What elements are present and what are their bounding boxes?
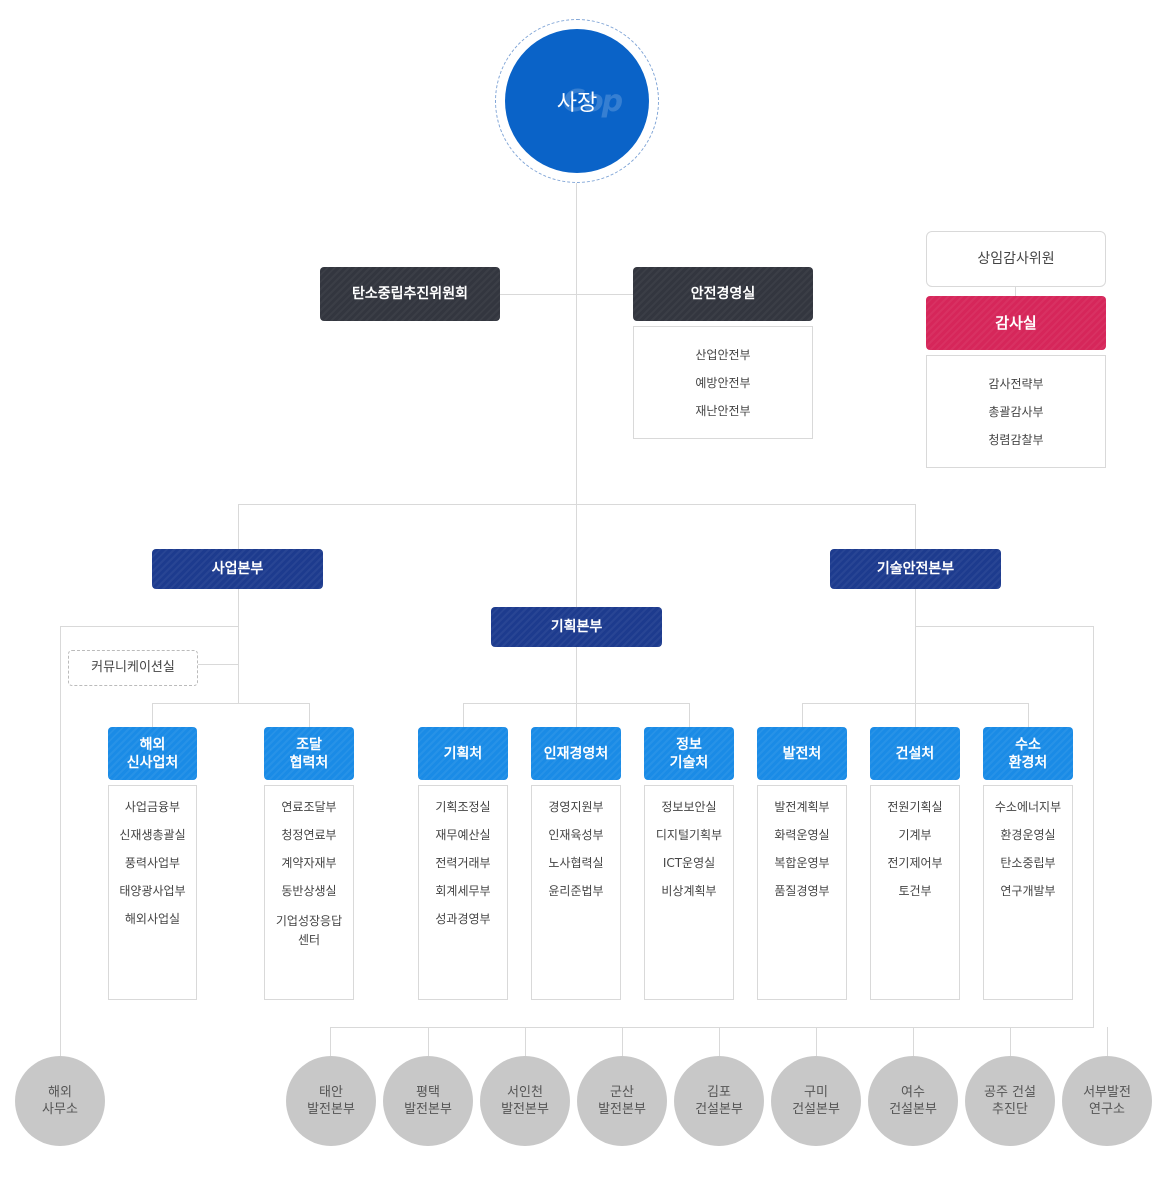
list-item: 경영지원부 [548,800,604,814]
division-list-planning: 기획조정실 재무예산실 전력거래부 회계세무부 성과경영부 [418,785,508,1000]
division-box-construction[interactable]: 건설처 [870,727,960,780]
site-overseas-office[interactable]: 해외 사무소 [15,1056,105,1146]
division-list-generation: 발전계획부 화력운영실 복합운영부 품질경영부 [757,785,847,1000]
division-box-hr[interactable]: 인재경영처 [531,727,621,780]
business-hq-box[interactable]: 사업본부 [152,549,323,589]
list-item: 재난안전부 [695,404,751,418]
list-item: 연구개발부 [1000,884,1056,898]
site-taean[interactable]: 태안 발전본부 [286,1056,376,1146]
list-item: 기획조정실 [435,800,491,814]
division-list-it: 정보보안실 디지털기획부 ICT운영실 비상계획부 [644,785,734,1000]
list-item: 신재생총괄실 [119,828,186,842]
list-item: 품질경영부 [774,884,830,898]
list-item: 청렴감찰부 [988,433,1044,447]
site-gumi[interactable]: 구미 건설본부 [771,1056,861,1146]
list-item: 전기제어부 [887,856,943,870]
division-list-hr: 경영지원부 인재육성부 노사협력실 윤리준법부 [531,785,621,1000]
division-box-planning[interactable]: 기획처 [418,727,508,780]
list-item: 태양광사업부 [119,884,186,898]
ceo-node[interactable]: Cop 사장 [505,29,649,173]
list-item: 풍력사업부 [124,856,181,870]
list-item: 발전계획부 [774,800,830,814]
list-item: 수소에너지부 [994,800,1062,814]
list-item: 전력거래부 [435,856,491,870]
division-list-hydrogen-environment: 수소에너지부 환경운영실 탄소중립부 연구개발부 [983,785,1073,1000]
list-item: 환경운영실 [1000,828,1056,842]
list-item: 청정연료부 [281,828,337,842]
list-item: 산업안전부 [695,348,751,362]
site-gimpo[interactable]: 김포 건설본부 [674,1056,764,1146]
list-item: 회계세무부 [435,884,491,898]
division-list-procurement: 연료조달부 청정연료부 계약자재부 동반상생실 기업성장응답 센터 [264,785,354,1000]
audit-office-list: 감사전략부 총괄감사부 청렴감찰부 [926,355,1106,468]
division-list-overseas-new-business: 사업금융부 신재생총괄실 풍력사업부 태양광사업부 해외사업실 [108,785,197,1000]
planning-hq-box[interactable]: 기획본부 [491,607,662,647]
list-item: 계약자재부 [281,856,337,870]
list-item: 사업금융부 [124,800,181,814]
list-item: 재무예산실 [435,828,491,842]
list-item: 해외사업실 [124,912,181,926]
list-item: 예방안전부 [695,376,751,390]
site-pyeongtaek[interactable]: 평택 발전본부 [383,1056,473,1146]
list-item: 복합운영부 [774,856,830,870]
division-box-generation[interactable]: 발전처 [757,727,847,780]
list-item: 동반상생실 [281,884,337,898]
site-seoincheon[interactable]: 서인천 발전본부 [480,1056,570,1146]
communication-office-box[interactable]: 커뮤니케이션실 [68,650,198,686]
safety-office-box[interactable]: 안전경영실 [633,267,813,321]
list-item: 전원기획실 [887,800,943,814]
list-item: 화력운영실 [774,828,830,842]
site-yeosu[interactable]: 여수 건설본부 [868,1056,958,1146]
site-gongju[interactable]: 공주 건설 추진단 [965,1056,1055,1146]
list-item: 윤리준법부 [548,884,604,898]
carbon-committee-box[interactable]: 탄소중립추진위원회 [320,267,500,321]
list-item: ICT운영실 [662,856,716,870]
division-box-procurement[interactable]: 조달 협력처 [264,727,354,780]
list-item: 감사전략부 [988,377,1044,391]
list-item: 기업성장응답 센터 [275,914,343,947]
ceo-ring [495,19,659,183]
list-item: 성과경영부 [435,912,491,926]
list-item: 비상계획부 [661,884,717,898]
list-item: 탄소중립부 [1000,856,1056,870]
division-list-construction: 전원기획실 기계부 전기제어부 토건부 [870,785,960,1000]
audit-office-box[interactable]: 감사실 [926,296,1106,350]
list-item: 인재육성부 [548,828,604,842]
division-box-it[interactable]: 정보 기술처 [644,727,734,780]
ceo-label: 사장 [556,91,598,116]
list-item: 노사협력실 [548,856,604,870]
list-item: 정보보안실 [661,800,717,814]
site-gunsan[interactable]: 군산 발전본부 [577,1056,667,1146]
list-item: 디지털기획부 [655,828,723,842]
list-item: 토건부 [898,884,932,898]
list-item: 총괄감사부 [988,405,1044,419]
site-research-institute[interactable]: 서부발전 연구소 [1062,1056,1152,1146]
division-box-overseas-new-business[interactable]: 해외 신사업처 [108,727,197,780]
audit-committee-box[interactable]: 상임감사위원 [926,231,1106,287]
list-item: 연료조달부 [281,800,337,814]
division-box-hydrogen-environment[interactable]: 수소 환경처 [983,727,1073,780]
safety-office-list: 산업안전부 예방안전부 재난안전부 [633,326,813,439]
company-logo-watermark: Cop [563,84,623,119]
list-item: 기계부 [898,828,932,842]
tech-safety-hq-box[interactable]: 기술안전본부 [830,549,1001,589]
